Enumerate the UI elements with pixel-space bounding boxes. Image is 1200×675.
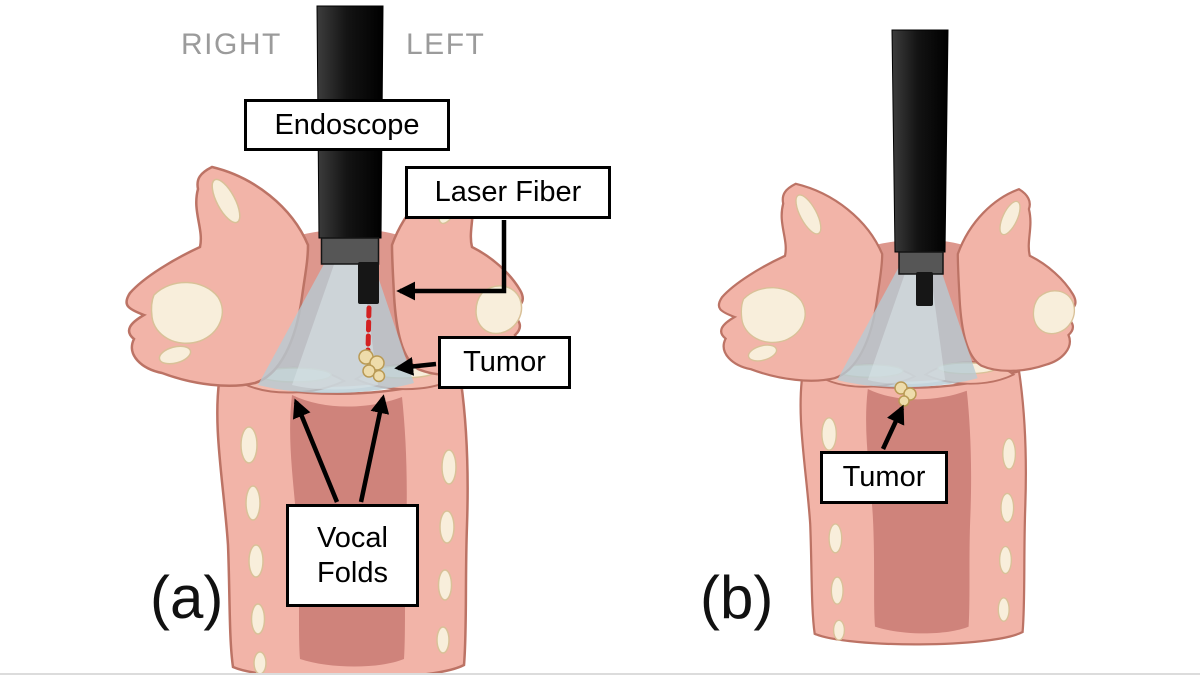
tumor-label-a: Tumor <box>438 336 571 389</box>
laser-beam-path <box>365 305 372 353</box>
endoscope-b <box>891 29 949 275</box>
endoscope-label-text: Endoscope <box>274 108 420 141</box>
tumor-arrow-a <box>394 357 437 376</box>
tumor-label-b-text: Tumor <box>842 461 926 494</box>
laser-fiber-a <box>358 262 379 304</box>
orientation-label-right: RIGHT <box>181 28 282 61</box>
vocal-fold-arrow-left <box>292 398 340 503</box>
tumor-label-b: Tumor <box>820 451 948 504</box>
laser-fiber-connector-arrow <box>396 220 507 301</box>
orientation-label-left: LEFT <box>406 28 486 61</box>
tumor-a <box>358 349 386 383</box>
panel-b-caption: (b) <box>700 564 774 631</box>
vocal-folds-label-line2: Folds <box>317 556 388 589</box>
endoscope-label: Endoscope <box>244 99 450 151</box>
panel-a-caption: (a) <box>150 564 224 631</box>
tumor-label-a-text: Tumor <box>463 346 546 379</box>
vocal-folds-label-line1: Vocal <box>317 521 388 554</box>
tumor-arrow-b <box>880 404 905 450</box>
laser-fiber-b <box>916 272 933 306</box>
laser-fiber-label-text: Laser Fiber <box>434 176 582 209</box>
bottom-divider <box>0 673 1200 675</box>
vocal-folds-label: Vocal Folds <box>286 504 419 607</box>
laser-fiber-label: Laser Fiber <box>405 166 611 219</box>
vocal-fold-arrow-right <box>358 394 390 503</box>
